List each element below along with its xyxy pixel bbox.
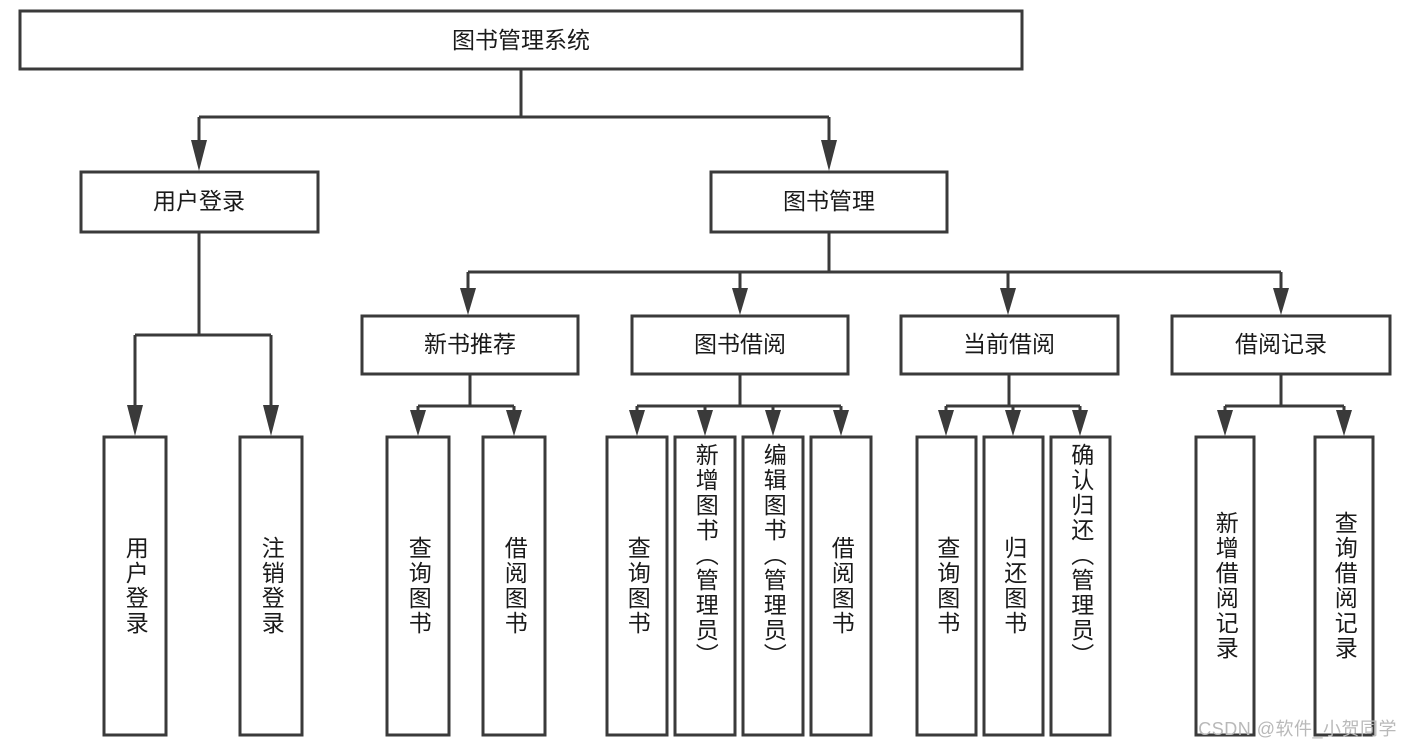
node-label-new-book-recommend: 新书推荐 (424, 331, 516, 357)
node-box-leaf-add-borrow-record[interactable] (1194, 435, 1256, 737)
node-book-manage[interactable]: 图书管理 (709, 170, 949, 234)
node-box-user-login[interactable] (79, 170, 320, 234)
leaf-boxes (102, 435, 1375, 737)
node-book-borrow[interactable]: 图书借阅 (630, 314, 850, 376)
node-box-leaf-query-borrow-record[interactable] (1313, 435, 1375, 737)
node-label-current-borrow: 当前借阅 (963, 331, 1055, 357)
node-label-root: 图书管理系统 (452, 27, 590, 53)
arrow-head-leaf-query-book-bor (629, 410, 645, 436)
connector-group-new-book-recommend (410, 374, 522, 436)
node-box-leaf-borrow-book-rec[interactable] (481, 435, 547, 737)
arrow-head-book-manage (821, 140, 837, 171)
arrow-head-leaf-query-book-rec (410, 410, 426, 436)
node-box-leaf-logout[interactable] (238, 435, 304, 737)
arrow-head-leaf-add-borrow-record (1217, 410, 1233, 436)
arrow-head-leaf-edit-book-admin (765, 410, 781, 436)
node-box-book-manage[interactable] (709, 170, 949, 234)
arrow-head-leaf-confirm-return-admin (1072, 410, 1088, 436)
arrow-head-current-borrow (1000, 288, 1016, 315)
node-label-borrow-record: 借阅记录 (1235, 331, 1327, 357)
arrow-head-leaf-query-borrow-record (1336, 410, 1352, 436)
node-box-leaf-edit-book-admin[interactable] (741, 435, 805, 737)
arrow-head-leaf-add-book-admin (697, 410, 713, 436)
arrow-head-leaf-logout (263, 405, 279, 436)
node-box-leaf-add-book-admin[interactable] (673, 435, 737, 737)
connector-group-book-borrow (629, 374, 849, 436)
node-label-user-login: 用户登录 (153, 188, 245, 214)
node-box-book-borrow[interactable] (630, 314, 850, 376)
connector-group-root (191, 69, 837, 171)
connector-group-borrow-record (1217, 374, 1352, 436)
node-box-root[interactable] (18, 9, 1024, 71)
node-box-leaf-query-book-cur[interactable] (915, 435, 978, 737)
node-box-leaf-confirm-return-admin[interactable] (1049, 435, 1112, 737)
arrow-head-leaf-return-book (1005, 410, 1021, 436)
arrow-head-leaf-borrow-book-bor (833, 410, 849, 436)
arrow-head-leaf-query-book-cur (938, 410, 954, 436)
connector-group-user-login (127, 232, 279, 436)
node-box-borrow-record[interactable] (1170, 314, 1392, 376)
node-box-leaf-borrow-book-bor[interactable] (809, 435, 873, 737)
node-current-borrow[interactable]: 当前借阅 (899, 314, 1120, 376)
node-borrow-record[interactable]: 借阅记录 (1170, 314, 1392, 376)
arrow-head-borrow-record (1273, 288, 1289, 315)
connector-group-current-borrow (938, 374, 1088, 436)
arrow-head-user-login (191, 140, 207, 171)
arrow-head-leaf-borrow-book-rec (506, 410, 522, 436)
node-root[interactable]: 图书管理系统 (18, 9, 1024, 71)
node-box-new-book-recommend[interactable] (360, 314, 580, 376)
arrow-head-new-book-recommend (460, 288, 476, 315)
node-box-leaf-user-login[interactable] (102, 435, 168, 737)
node-label-book-borrow: 图书借阅 (694, 331, 786, 357)
node-box-leaf-query-book-bor[interactable] (605, 435, 669, 737)
node-label-book-manage: 图书管理 (783, 188, 875, 214)
node-user-login[interactable]: 用户登录 (79, 170, 320, 234)
arrow-head-leaf-user-login (127, 405, 143, 436)
watermark-text: CSDN @软件_小贺同学 (1198, 719, 1397, 739)
node-box-leaf-query-book-rec[interactable] (385, 435, 451, 737)
node-box-current-borrow[interactable] (899, 314, 1120, 376)
arrow-head-book-borrow (732, 288, 748, 315)
connector-group-book-manage (460, 232, 1289, 315)
node-new-book-recommend[interactable]: 新书推荐 (360, 314, 580, 376)
node-box-leaf-return-book[interactable] (982, 435, 1045, 737)
